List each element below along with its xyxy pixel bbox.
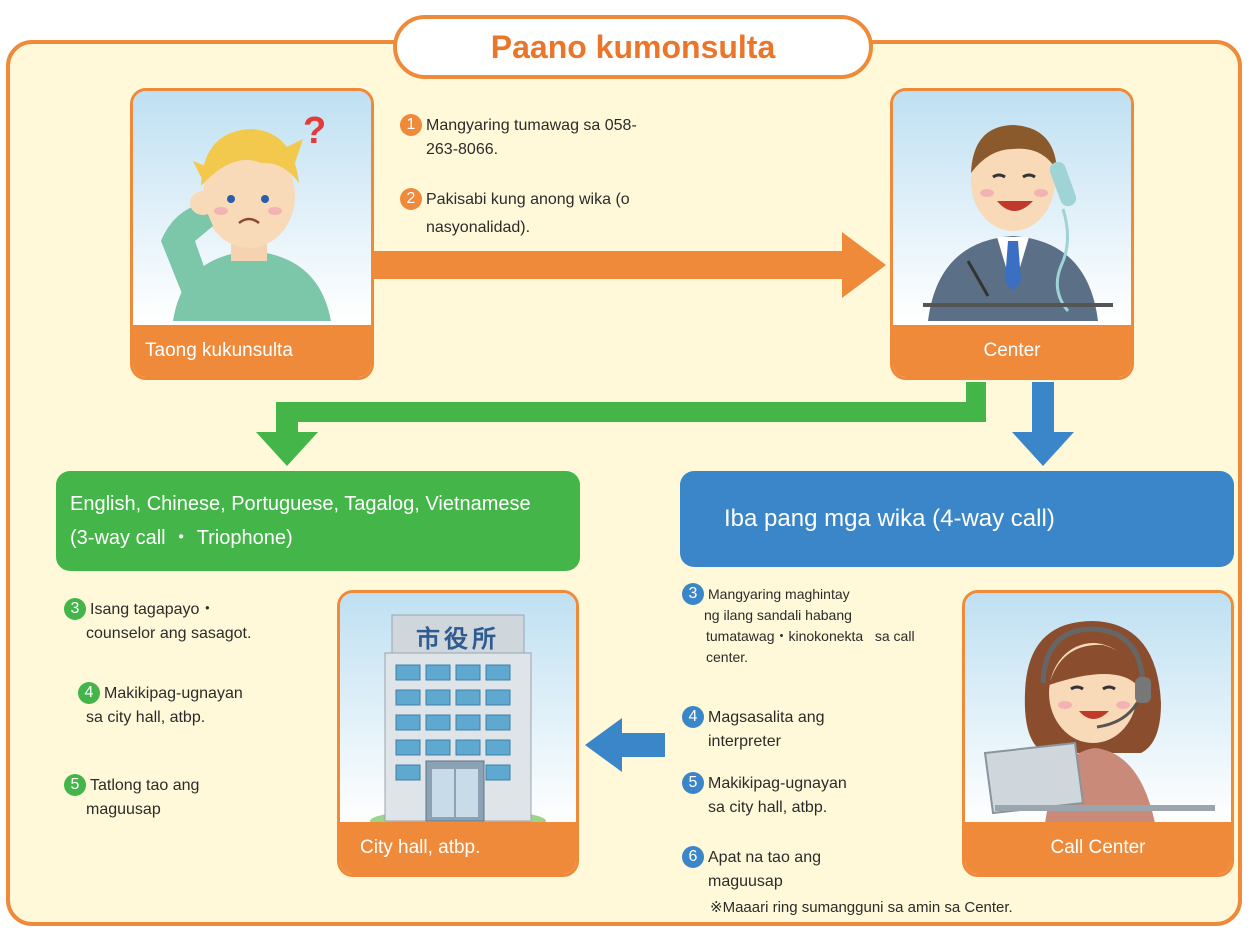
four-way-call-panel: Iba pang mga wika (4-way call) xyxy=(680,471,1234,567)
blue-down-arrow xyxy=(1012,382,1074,466)
step-text: Isang tagapayo・ xyxy=(90,601,216,618)
step-text: Magsasalita ang xyxy=(708,709,825,726)
step-text: tumatawag・kinokonekta sa call xyxy=(706,628,915,644)
step-number: 3 xyxy=(682,583,704,605)
step-text: maguusap xyxy=(708,873,783,890)
confused-person-illustration: ? xyxy=(133,91,371,321)
center-card: Center xyxy=(890,88,1134,380)
city-hall-sign: 市役所 xyxy=(416,625,500,653)
step-number: 4 xyxy=(682,706,704,728)
step-number: 3 xyxy=(64,598,86,620)
step-number: 1 xyxy=(400,114,422,136)
step-text: Tatlong tao ang xyxy=(90,777,200,794)
diagram-title: Paano kumonsulta xyxy=(393,15,873,79)
panel-subtitle: (3-way call ・ Triophone) xyxy=(70,527,293,549)
center-caption: Center xyxy=(893,325,1131,377)
step-text: Apat na tao ang xyxy=(708,849,821,866)
step-text: Makikipag-ugnayan xyxy=(708,775,847,792)
step-text: counselor ang sasagot. xyxy=(86,625,252,642)
panel-languages: English, Chinese, Portuguese, Tagalog, V… xyxy=(70,493,531,515)
step-text: interpreter xyxy=(708,733,781,750)
panel-title: Iba pang mga wika (4-way call) xyxy=(724,505,1055,532)
orange-arrow xyxy=(374,232,886,298)
step-text: sa city hall, atbp. xyxy=(708,799,828,816)
step-text: Mangyaring maghintay xyxy=(708,586,850,602)
step-text: sa city hall, atbp. xyxy=(86,709,206,726)
city-hall-card: 市役所 City hall, atbp. xyxy=(337,590,579,877)
city-hall-building-illustration xyxy=(340,593,576,823)
call-center-caption: Call Center xyxy=(965,822,1231,874)
step-text: 263-8066. xyxy=(426,141,499,158)
step-number: 2 xyxy=(400,188,422,210)
step-text: Mangyaring tumawag sa 058- xyxy=(426,117,637,134)
blue-left-arrow xyxy=(585,718,665,772)
footnote: ※Maaari ring sumangguni sa amin sa Cente… xyxy=(710,899,1013,916)
step-text: Makikipag-ugnayan xyxy=(104,685,243,702)
three-way-call-panel: English, Chinese, Portuguese, Tagalog, V… xyxy=(56,471,580,571)
step-number: 5 xyxy=(64,774,86,796)
call-center-operator-illustration xyxy=(965,593,1231,823)
step-number: 6 xyxy=(682,846,704,868)
step-text: Pakisabi kung anong wika (o xyxy=(426,191,630,208)
step-text: maguusap xyxy=(86,801,161,818)
step-text: center. xyxy=(706,649,749,665)
building-windows xyxy=(395,664,511,781)
svg-text:?: ? xyxy=(303,110,326,152)
step-text: nasyonalidad). xyxy=(426,219,531,236)
green-arrow xyxy=(256,382,986,466)
step-text: ng ilang sandali habang xyxy=(704,607,852,623)
step-number: 5 xyxy=(682,772,704,794)
city-hall-caption: City hall, atbp. xyxy=(340,822,576,874)
step-number: 4 xyxy=(78,682,100,704)
call-center-card: Call Center xyxy=(962,590,1234,877)
operator-illustration xyxy=(893,91,1131,321)
consultant-card: ? Taong kukunsulta xyxy=(130,88,374,380)
consultant-caption: Taong kukunsulta xyxy=(133,325,371,377)
